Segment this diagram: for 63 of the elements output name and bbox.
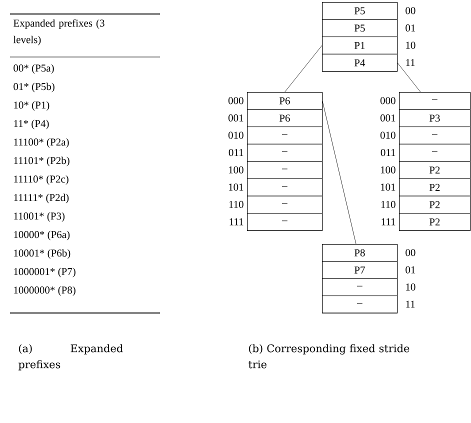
connector-line (284, 45, 322, 92)
index-label: 11 (406, 59, 415, 66)
index-label: 100 (380, 166, 396, 174)
prefix-entry: 01* (P5b) (14, 82, 54, 92)
prefix-entry: 00* (P5a) (14, 64, 54, 74)
table-cell: P1 (322, 36, 398, 54)
table-cell: – (247, 144, 322, 162)
caption: (b) Corresponding fixed stride trie (248, 344, 410, 368)
prefix-entry: 10000* (P6a) (14, 230, 70, 240)
index-label: 01 (406, 266, 416, 274)
table-cell: P6 (247, 109, 322, 127)
table-cell: – (247, 178, 322, 196)
table-header: Expanded prefixes (3 levels) (13, 19, 104, 46)
index-label: 011 (380, 149, 396, 156)
index-label: 11 (406, 300, 415, 308)
index-label: 01 (406, 24, 416, 32)
table-cell: – (247, 161, 322, 179)
table-cell: P5 (322, 19, 398, 37)
table-cell: P3 (399, 109, 470, 127)
prefix-entry: 1000000* (P8) (14, 286, 76, 296)
table-cell: – (399, 92, 470, 110)
index-label: 001 (228, 114, 244, 122)
index-label: 010 (380, 132, 396, 139)
table-cell: P4 (322, 54, 398, 72)
prefix-entry: 1000001* (P7) (14, 268, 76, 278)
index-label: 000 (380, 97, 396, 104)
index-label: 10 (406, 42, 416, 49)
table-cell: P2 (399, 161, 470, 179)
index-label: 111 (382, 218, 396, 226)
table-cell: – (399, 126, 470, 144)
table-cell: P2 (399, 213, 470, 231)
table-cell: P2 (399, 178, 470, 196)
table-cell: – (247, 196, 322, 214)
table-cell: P5 (322, 2, 398, 20)
index-label: 101 (228, 184, 244, 191)
caption: (a) Expanded prefixes (18, 344, 123, 370)
index-label: 00 (406, 7, 416, 14)
prefix-entry: 11111* (P2d) (14, 194, 69, 204)
prefix-entry: 11100* (P2a) (14, 138, 69, 148)
index-label: 011 (228, 149, 244, 156)
prefix-entry: 11110* (P2c) (14, 175, 68, 185)
index-label: 010 (228, 132, 244, 139)
connector-line (397, 62, 421, 92)
prefix-entry: 11* (P4) (14, 120, 49, 130)
index-label: 110 (381, 200, 396, 208)
table-cell: – (247, 126, 322, 144)
index-label: 101 (380, 184, 396, 191)
table-cell: P2 (399, 196, 470, 214)
index-label: 100 (228, 166, 244, 174)
index-label: 001 (380, 114, 396, 122)
table-cell: – (399, 144, 470, 162)
table-cell: – (247, 213, 322, 231)
index-label: 10 (406, 283, 416, 291)
index-label: 00 (406, 249, 416, 256)
prefix-entry: 10* (P1) (14, 101, 50, 111)
prefix-entry: 10001* (P6b) (14, 249, 70, 259)
prefix-entry: 11101* (P2b) (14, 156, 70, 166)
connector-line (322, 100, 356, 244)
index-label: 110 (229, 200, 244, 208)
index-label: 000 (228, 97, 244, 104)
index-label: 111 (230, 218, 244, 226)
prefix-entry: 11001* (P3) (14, 212, 65, 222)
table-cell: P6 (247, 92, 322, 110)
